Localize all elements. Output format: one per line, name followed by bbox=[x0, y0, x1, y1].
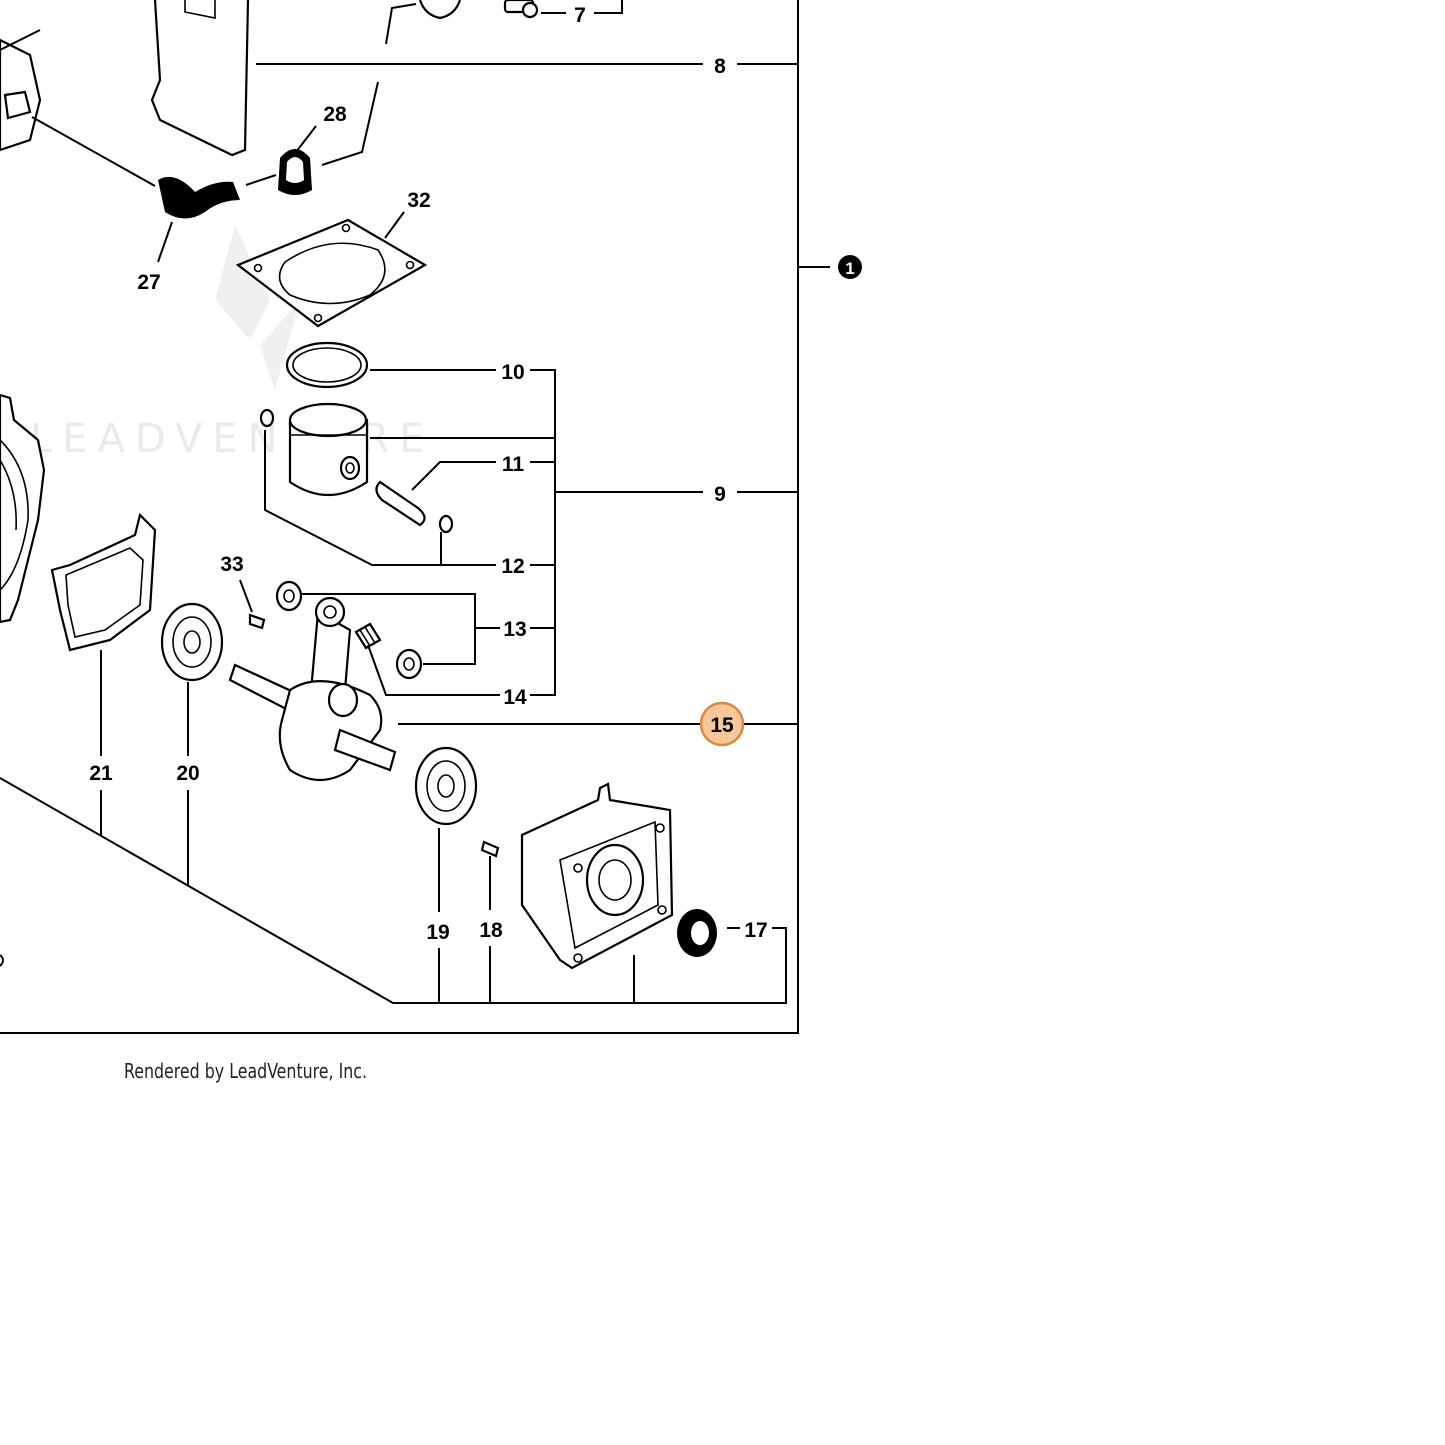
part-13-washers bbox=[275, 580, 423, 680]
callout-14[interactable]: 14 bbox=[503, 686, 527, 709]
callout-19[interactable]: 19 bbox=[426, 921, 449, 944]
callout-13[interactable]: 13 bbox=[503, 618, 526, 641]
part-27-hose bbox=[158, 176, 240, 219]
part-33-key bbox=[248, 613, 266, 630]
callout-10[interactable]: 10 bbox=[501, 361, 524, 384]
part-19-bearing bbox=[414, 746, 478, 826]
diagram-frame bbox=[0, 0, 799, 1034]
callout-1[interactable]: 1 bbox=[838, 255, 862, 279]
callout-28[interactable]: 28 bbox=[323, 103, 347, 126]
part-11-piston-pin bbox=[375, 480, 426, 527]
callout-20[interactable]: 20 bbox=[176, 762, 199, 785]
part-12-circlips bbox=[259, 408, 454, 534]
callout-33[interactable]: 33 bbox=[220, 553, 243, 576]
part-32-cylinder-gasket bbox=[235, 218, 428, 328]
part-18-dowel bbox=[480, 840, 500, 858]
part-14-needle-bearing bbox=[354, 622, 382, 650]
part-10-piston-ring bbox=[285, 341, 369, 389]
callout-labels: 7 8 28 32 27 1 10 11 9 12 33 13 14 15 21… bbox=[89, 4, 862, 944]
part-crankcase-right bbox=[520, 782, 674, 970]
callout-9[interactable]: 9 bbox=[714, 483, 726, 506]
leader-lines bbox=[0, 0, 830, 1004]
footer-credit: Rendered by LeadVenture, Inc. bbox=[124, 1059, 368, 1083]
part-piston bbox=[288, 402, 369, 497]
callout-21[interactable]: 21 bbox=[89, 762, 113, 785]
callout-27[interactable]: 27 bbox=[137, 271, 160, 294]
part-15-crankshaft bbox=[228, 596, 397, 781]
callout-15-label: 15 bbox=[710, 714, 734, 737]
part-21-gasket bbox=[50, 512, 157, 652]
part-17-oil-seal bbox=[677, 909, 717, 957]
callout-15-highlight bbox=[699, 701, 745, 747]
callout-15[interactable]: 15 bbox=[699, 701, 745, 747]
callout-7[interactable]: 7 bbox=[574, 4, 586, 27]
callout-18[interactable]: 18 bbox=[479, 919, 503, 942]
part-crankcase-left bbox=[0, 393, 46, 624]
callout-1-label: 1 bbox=[845, 259, 854, 278]
part-upper-housing bbox=[0, 0, 250, 157]
callout-17[interactable]: 17 bbox=[744, 919, 767, 942]
part-28-gasket bbox=[278, 149, 312, 195]
callout-32[interactable]: 32 bbox=[407, 189, 430, 212]
callout-11[interactable]: 11 bbox=[502, 453, 525, 476]
callout-12[interactable]: 12 bbox=[501, 555, 524, 578]
callout-8[interactable]: 8 bbox=[714, 55, 726, 78]
part-20-bearing bbox=[160, 602, 224, 682]
part-7-bolt bbox=[418, 0, 539, 20]
